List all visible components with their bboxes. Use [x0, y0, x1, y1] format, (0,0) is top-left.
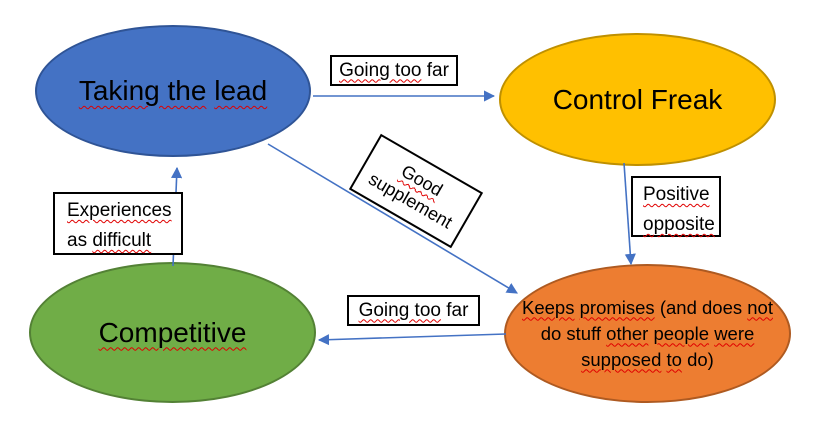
node-control-freak-label: Control Freak [552, 83, 723, 115]
node-control-freak[interactable]: Control Freak [499, 33, 776, 166]
label-going-too-far-top[interactable]: Going too far [330, 55, 458, 86]
label-going-too-far-bottom-text: Going too far [358, 299, 469, 321]
label-going-too-far-bottom[interactable]: Going too far [347, 295, 480, 326]
node-competitive[interactable]: Competitive [29, 262, 316, 403]
label-going-too-far-top-text: Going too far [339, 59, 449, 81]
arrow-control-freak-to-keeps-promises[interactable] [623, 162, 636, 266]
node-competitive-label: Competitive [98, 316, 247, 348]
node-taking-the-lead[interactable]: Taking the lead [35, 25, 311, 157]
arrow-keeps-promises-to-competitive[interactable] [317, 333, 507, 346]
arrow-taking-the-lead-to-keeps-promises[interactable] [267, 143, 518, 294]
node-taking-the-lead-label: Taking the lead [78, 75, 268, 106]
